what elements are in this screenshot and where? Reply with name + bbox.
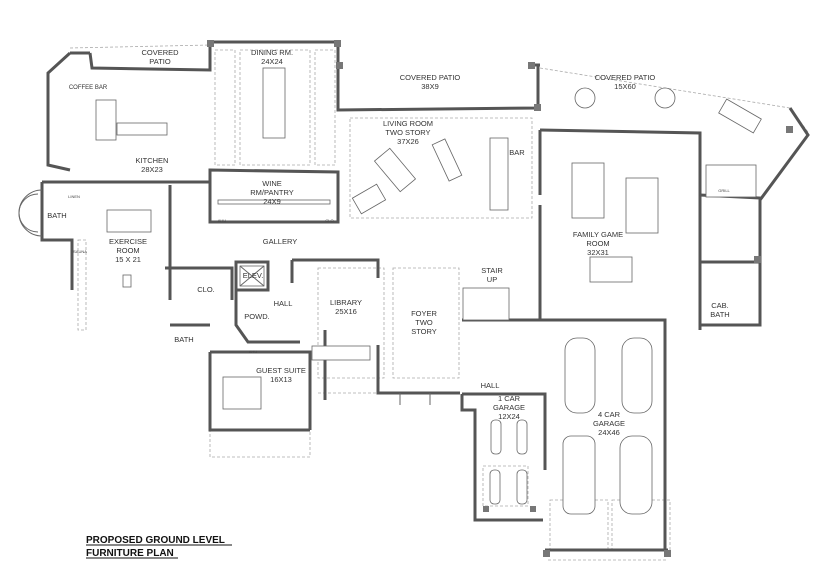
label-bath-guest: BATH — [174, 335, 193, 344]
label-wine-size: 24X9 — [263, 197, 281, 206]
label-garage-1-2: GARAGE — [493, 403, 525, 412]
outdoor-kitchen — [705, 164, 757, 198]
car-2 — [621, 337, 653, 414]
label-clo-small: CLO. — [325, 218, 334, 223]
wine-counter — [217, 199, 331, 205]
patio-table-2 — [654, 87, 676, 109]
label-gallery: GALLERY — [263, 237, 297, 246]
label-covered-patio-west: COVERED — [141, 48, 179, 57]
kitchen-table — [116, 122, 168, 136]
label-covered-patio-center: COVERED PATIO — [400, 73, 461, 82]
plan-title: PROPOSED GROUND LEVEL FURNITURE PLAN — [86, 535, 232, 559]
car-1 — [564, 337, 596, 414]
label-covered-patio-east-size: 15X60 — [614, 82, 636, 91]
label-dining-size: 24X24 — [261, 57, 283, 66]
label-covered-patio-west-2: PATIO — [149, 57, 171, 66]
label-guest-suite: GUEST SUITE — [256, 366, 306, 375]
library-desk — [311, 345, 371, 361]
label-exercise: EXERCISE — [109, 237, 147, 246]
label-exercise-size: 15 X 21 — [115, 255, 141, 264]
label-kitchen: KITCHEN — [136, 156, 169, 165]
label-library-size: 25X16 — [335, 307, 357, 316]
label-hall-center: HALL — [274, 299, 293, 308]
car-4 — [619, 435, 653, 515]
label-kitchen-size: 28X23 — [141, 165, 163, 174]
room-labels: COVERED PATIO COFFEE BAR KITCHEN 28X23 D… — [47, 48, 729, 437]
small-labels: LINEN SAUNA AHU CLO. AHU GRILL — [68, 188, 730, 354]
sofa-living-2 — [431, 138, 463, 182]
stair — [462, 287, 510, 321]
dining-table — [262, 67, 286, 139]
bar-counter — [489, 137, 509, 211]
pool-table — [589, 256, 633, 283]
label-covered-patio-center-size: 38X9 — [421, 82, 439, 91]
label-living-2: TWO STORY — [385, 128, 430, 137]
motorcycle-1 — [490, 419, 502, 455]
label-wine-2: RM/PANTRY — [250, 188, 293, 197]
label-powder: POWD. — [244, 312, 269, 321]
car-3 — [562, 435, 596, 515]
label-living: LIVING ROOM — [383, 119, 433, 128]
label-garage-4: 4 CAR — [598, 410, 621, 419]
kitchen-island — [95, 99, 117, 141]
label-dining: DINING RM. — [251, 48, 293, 57]
label-foyer: FOYER — [411, 309, 437, 318]
label-cabana-bath: CAB. — [711, 301, 729, 310]
piano — [351, 183, 387, 215]
label-cabana-bath-2: BATH — [710, 310, 729, 319]
label-family: FAMILY GAME — [573, 230, 623, 239]
label-grill: GRILL — [718, 188, 730, 193]
label-bar: BAR — [509, 148, 525, 157]
sectional-1 — [571, 162, 605, 219]
label-garage-1-size: 12X24 — [498, 412, 520, 421]
label-foyer-2: TWO — [415, 318, 433, 327]
label-ahu-2: AHU — [249, 349, 258, 354]
label-wine: WINE — [262, 179, 282, 188]
label-stair-2: UP — [487, 275, 497, 284]
label-linen: LINEN — [68, 194, 80, 199]
walls — [40, 40, 810, 552]
guest-bed — [222, 376, 262, 410]
label-ahu-1: AHU — [218, 218, 227, 223]
columns — [207, 40, 793, 557]
motorcycle-2 — [516, 419, 528, 455]
label-hall-garage: HALL — [481, 381, 500, 390]
label-guest-suite-size: 16X13 — [270, 375, 292, 384]
label-exercise-2: ROOM — [116, 246, 139, 255]
motorcycle-3 — [489, 469, 501, 505]
label-library: LIBRARY — [330, 298, 362, 307]
bay-window — [18, 189, 43, 237]
label-family-size: 32X31 — [587, 248, 609, 257]
plan-title-line-2: FURNITURE PLAN — [86, 548, 174, 559]
label-family-2: ROOM — [586, 239, 609, 248]
bay-window-inner — [18, 193, 39, 233]
label-closet: CLO. — [197, 285, 215, 294]
label-bath-west: BATH — [47, 211, 66, 220]
label-stair: STAIR — [481, 266, 503, 275]
treadmill — [122, 274, 132, 288]
dashed-outlines — [69, 44, 809, 561]
label-garage-1: 1 CAR — [498, 394, 521, 403]
sectional-2 — [625, 177, 659, 234]
patio-dining-table — [718, 98, 762, 134]
label-sauna: SAUNA — [73, 249, 87, 254]
furniture — [95, 67, 762, 515]
plan-title-line-1: PROPOSED GROUND LEVEL — [86, 535, 225, 546]
label-foyer-3: STORY — [411, 327, 437, 336]
sofa-living-1 — [373, 147, 417, 193]
label-garage-4-size: 24X46 — [598, 428, 620, 437]
patio-table-1 — [574, 87, 596, 109]
label-living-size: 37X26 — [397, 137, 419, 146]
label-covered-patio-east: COVERED PATIO — [595, 73, 656, 82]
label-coffee-bar: COFFEE BAR — [69, 85, 108, 91]
label-garage-4-2: GARAGE — [593, 419, 625, 428]
label-elevator: ELEV. — [243, 271, 264, 280]
motorcycle-4 — [516, 469, 528, 505]
exercise-mat — [106, 209, 152, 233]
